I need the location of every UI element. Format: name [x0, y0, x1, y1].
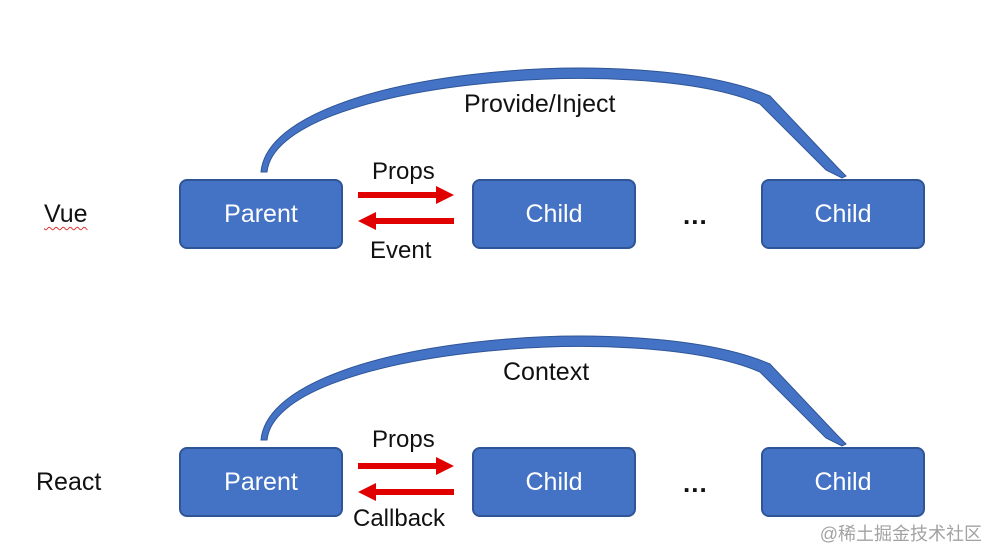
react-child-box-1: Child	[472, 447, 636, 517]
react-context-arc	[260, 335, 847, 447]
vue-arc-label: Provide/Inject	[464, 90, 616, 118]
vue-props-arrow	[358, 186, 454, 204]
react-child-box-2: Child	[761, 447, 925, 517]
react-parent-box: Parent	[179, 447, 343, 517]
react-callback-label: Callback	[353, 505, 446, 532]
react-props-arrow	[358, 457, 454, 475]
vue-props-label: Props	[372, 158, 435, 185]
vue-event-arrow	[358, 212, 454, 230]
react-arc-label: Context	[503, 358, 590, 386]
vue-parent-box: Parent	[179, 179, 343, 249]
vue-child-box-2: Child	[761, 179, 925, 249]
react-props-label: Props	[372, 426, 435, 453]
vue-child-box-1: Child	[472, 179, 636, 249]
react-ellipsis: ...	[683, 468, 708, 498]
vue-row-label: Vue	[44, 200, 88, 228]
react-callback-arrow	[358, 483, 454, 501]
vue-ellipsis: ...	[683, 200, 708, 230]
react-row-label: React	[36, 468, 102, 496]
vue-event-label: Event	[370, 237, 432, 264]
vue-provide-inject-arc	[260, 67, 847, 179]
watermark: @稀土掘金技术社区	[819, 524, 982, 544]
